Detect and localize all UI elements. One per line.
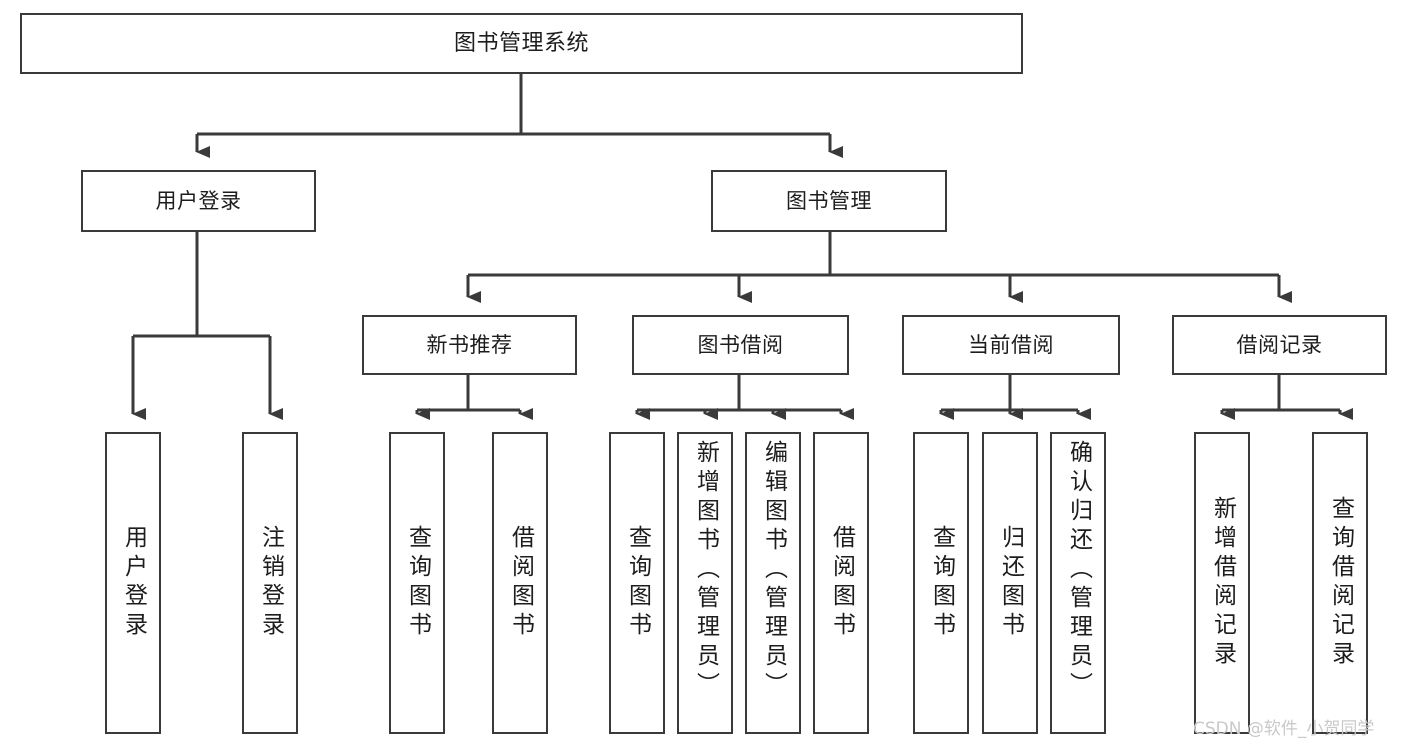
node-leaf-add-record[interactable]: 新增借阅记录 bbox=[1194, 432, 1250, 734]
node-leaf-query-record-label: 查询借阅记录 bbox=[1327, 496, 1354, 670]
node-book-borrow-label: 图书借阅 bbox=[697, 332, 784, 357]
node-leaf-borrow-book-2-label: 借阅图书 bbox=[828, 525, 855, 641]
csdn-watermark: CSDN @软件_小贺同学 bbox=[1193, 719, 1375, 739]
node-leaf-user-login[interactable]: 用户登录 bbox=[105, 432, 161, 734]
node-leaf-query-book-2-label: 查询图书 bbox=[624, 525, 651, 641]
node-leaf-add-record-label: 新增借阅记录 bbox=[1209, 496, 1236, 670]
node-borrow-record-label: 借阅记录 bbox=[1236, 332, 1323, 357]
node-borrow-record[interactable]: 借阅记录 bbox=[1172, 315, 1387, 375]
node-current-borrow[interactable]: 当前借阅 bbox=[902, 315, 1120, 375]
node-leaf-edit-book[interactable]: 编辑图书（管理员） bbox=[745, 432, 801, 734]
node-leaf-query-book-1-label: 查询图书 bbox=[404, 525, 431, 641]
node-leaf-query-book-1[interactable]: 查询图书 bbox=[389, 432, 445, 734]
node-leaf-user-logout[interactable]: 注销登录 bbox=[242, 432, 298, 734]
node-book-borrow[interactable]: 图书借阅 bbox=[632, 315, 849, 375]
node-current-borrow-label: 当前借阅 bbox=[968, 332, 1054, 357]
node-leaf-return-book-label: 归还图书 bbox=[997, 525, 1024, 641]
node-leaf-query-book-2[interactable]: 查询图书 bbox=[609, 432, 665, 734]
node-user-login[interactable]: 用户登录 bbox=[81, 170, 316, 232]
node-leaf-user-login-label: 用户登录 bbox=[120, 525, 147, 641]
node-leaf-query-record[interactable]: 查询借阅记录 bbox=[1312, 432, 1368, 734]
node-leaf-confirm-return-label: 确认归还（管理员） bbox=[1065, 440, 1092, 701]
node-book-manage[interactable]: 图书管理 bbox=[711, 170, 947, 232]
node-leaf-user-logout-label: 注销登录 bbox=[257, 525, 284, 641]
node-leaf-edit-book-label: 编辑图书（管理员） bbox=[760, 440, 787, 701]
node-leaf-borrow-book-2[interactable]: 借阅图书 bbox=[813, 432, 869, 734]
node-leaf-borrow-book-1-label: 借阅图书 bbox=[507, 525, 534, 641]
node-user-login-label: 用户登录 bbox=[155, 188, 242, 213]
node-root[interactable]: 图书管理系统 bbox=[20, 13, 1023, 74]
node-leaf-confirm-return[interactable]: 确认归还（管理员） bbox=[1050, 432, 1106, 734]
node-leaf-add-book[interactable]: 新增图书（管理员） bbox=[677, 432, 733, 734]
node-leaf-add-book-label: 新增图书（管理员） bbox=[692, 440, 719, 701]
node-leaf-borrow-book-1[interactable]: 借阅图书 bbox=[492, 432, 548, 734]
node-leaf-query-book-3[interactable]: 查询图书 bbox=[913, 432, 969, 734]
node-root-label: 图书管理系统 bbox=[453, 30, 589, 56]
node-leaf-query-book-3-label: 查询图书 bbox=[928, 525, 955, 641]
node-leaf-return-book[interactable]: 归还图书 bbox=[982, 432, 1038, 734]
node-new-book-rec[interactable]: 新书推荐 bbox=[362, 315, 577, 375]
node-book-manage-label: 图书管理 bbox=[786, 188, 872, 213]
node-new-book-rec-label: 新书推荐 bbox=[426, 332, 513, 357]
